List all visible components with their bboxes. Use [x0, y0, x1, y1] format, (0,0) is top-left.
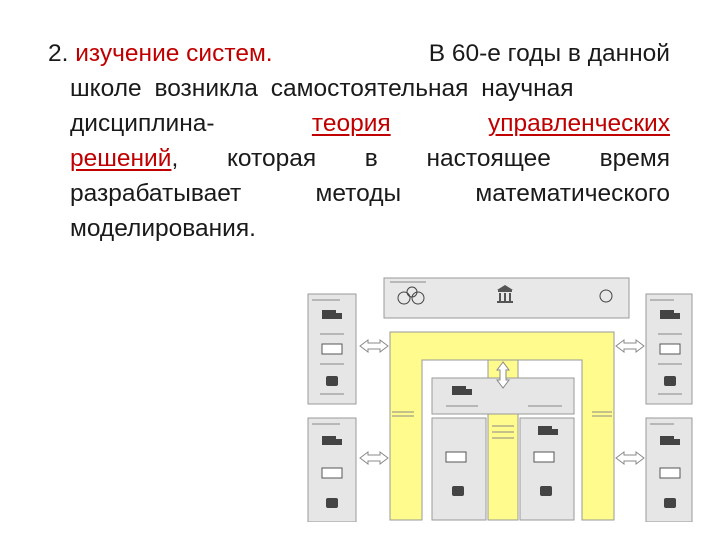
bank-icon [497, 285, 513, 303]
line-1: 2. изучение систем. В 60-е годы в данной [48, 36, 670, 71]
line1-rest: В 60-е годы в данной [428, 40, 670, 67]
line-4: решений, которая в настоящее время [48, 141, 670, 176]
paragraph: 2. изучение систем. В 60-е годы в данной… [48, 36, 670, 246]
lock-icon [326, 376, 676, 508]
system-diagram [306, 276, 694, 522]
word-metody: методы [315, 180, 402, 207]
organization-arch [389, 331, 615, 521]
word-kotoraya: которая [226, 145, 317, 172]
double-arrow-icon [359, 339, 645, 465]
line6-text: моделирования. [70, 215, 256, 242]
truck-icon [322, 310, 680, 445]
line-5: разрабатывает методы математического [48, 176, 670, 211]
word-nastoyaschee: настоящее [426, 145, 551, 172]
comma: , [171, 145, 179, 172]
line-6: моделирования. [48, 211, 670, 246]
box-icon [321, 343, 681, 479]
diagram-label-lines [312, 281, 682, 439]
line-2: школе возникла самостоятельная научная [48, 71, 670, 106]
line2-text: школе возникла самостоятельная научная [70, 75, 574, 102]
globe-icon [397, 286, 613, 305]
link-upravlencheskih[interactable]: управленческих [488, 110, 670, 137]
link-teoriya[interactable]: теория [311, 110, 391, 137]
word-v: в [364, 145, 378, 172]
inner-panel-left [431, 417, 487, 521]
link-resheniy[interactable]: решений [70, 145, 172, 172]
line3-start: дисциплина- [70, 110, 215, 137]
word-razrabatyvaet: разрабатывает [70, 180, 242, 207]
term-heading: изучение систем. [75, 40, 273, 67]
line-3: дисциплина- теория управленческих [48, 106, 670, 141]
external-environment-panel [383, 277, 630, 319]
word-vremya: время [599, 145, 670, 172]
word-matematicheskogo: математического [475, 180, 670, 207]
item-number: 2. [48, 40, 69, 67]
